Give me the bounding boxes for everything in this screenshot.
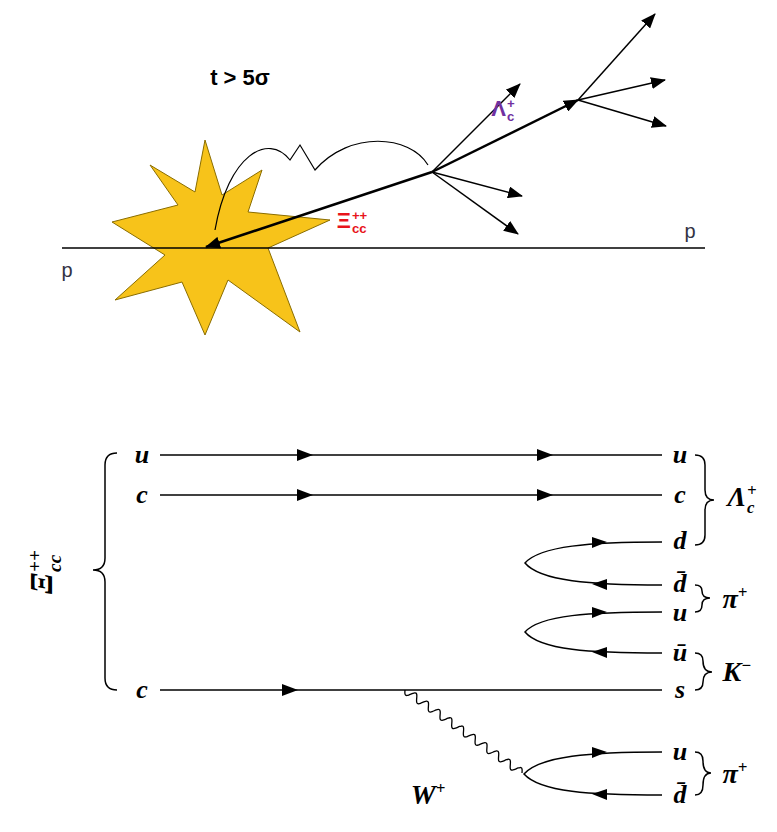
particle-label: Ξcc++	[337, 209, 368, 235]
quark-label: d	[674, 528, 687, 554]
quark-label: d̄	[674, 782, 687, 808]
decay-track	[578, 14, 655, 100]
hadron-brace	[695, 585, 710, 612]
w-boson-line	[405, 690, 522, 773]
decay-track	[578, 80, 665, 100]
boson-label: W+	[411, 781, 445, 809]
quark-line	[160, 494, 662, 496]
hadron-brace	[695, 653, 712, 690]
quark-arrow	[592, 647, 607, 658]
decay-track	[578, 100, 666, 126]
quark-label: u	[135, 442, 149, 468]
hadron-label: Ξcc++	[25, 550, 64, 594]
flight-brace	[215, 141, 428, 230]
quark-line	[160, 689, 662, 691]
particle-label: Λc+	[491, 97, 514, 123]
quark-pair	[525, 612, 662, 653]
hadron-label: K−	[723, 658, 752, 686]
quark-label: s	[675, 677, 685, 703]
quark-pair	[525, 542, 662, 585]
quark-pair	[524, 752, 662, 795]
collision-star	[112, 140, 330, 335]
quark-arrow	[592, 537, 607, 548]
quark-label: d̄	[674, 571, 687, 597]
decay-track	[432, 84, 520, 172]
quark-label: c	[674, 482, 686, 508]
decay-track	[432, 172, 518, 234]
hadron-brace	[93, 453, 117, 690]
quark-label: ū	[673, 640, 687, 666]
quark-arrow	[592, 789, 607, 800]
quark-label: c	[136, 677, 148, 703]
decay-track	[432, 172, 522, 196]
xicc-track	[206, 172, 432, 247]
quark-label: u	[673, 600, 687, 626]
hadron-label: π+	[723, 760, 748, 788]
quark-label: u	[673, 442, 687, 468]
quark-arrow	[282, 684, 298, 696]
quark-label: c	[136, 482, 148, 508]
hadron-brace	[695, 455, 714, 545]
beam-line	[62, 247, 705, 249]
hadron-brace	[695, 752, 711, 795]
beam-label: p	[61, 260, 72, 280]
quark-arrow	[537, 489, 553, 501]
quark-arrow	[297, 449, 313, 461]
quark-arrow	[537, 449, 553, 461]
hadron-label: Λc+	[727, 483, 756, 517]
quark-arrow	[297, 489, 313, 501]
quark-arrow	[592, 747, 607, 758]
beam-label: p	[684, 221, 695, 241]
quark-arrow	[592, 607, 607, 618]
quark-label: u	[673, 739, 687, 765]
flight-time-label: t > 5σ	[210, 67, 270, 89]
quark-arrow	[592, 579, 607, 590]
hadron-label: π+	[723, 585, 748, 613]
quark-line	[160, 454, 662, 456]
